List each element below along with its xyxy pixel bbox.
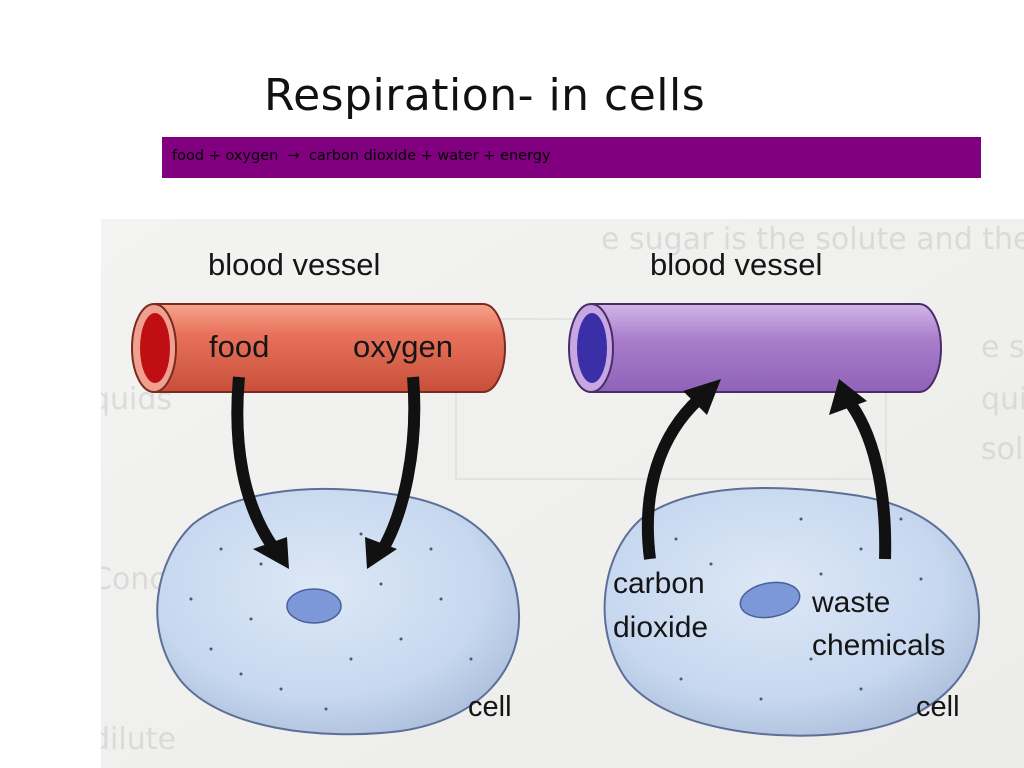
background-ghost-text: e sugar is the solute and the water is t… [601,222,1024,257]
food-label: food [209,329,269,364]
left-cell [156,487,521,736]
carbon-dioxide-arrow [641,394,704,560]
waste-arrowhead [829,379,867,415]
waste-chemicals-label-line1: waste [811,586,890,619]
oxygen-arrowhead [365,537,397,569]
equation-text: food + oxygen → carbon dioxide + water +… [172,147,551,164]
background-ghost-text: quid [981,382,1024,417]
left-vessel-label: blood vessel [208,247,380,282]
background-ghost-text: dilute [101,722,176,757]
background-ghost-text: e so [981,330,1024,365]
slide-title: Respiration- in cells [264,70,706,121]
left-cell-label: cell [468,691,512,723]
carbon-dioxide-arrowhead [683,379,721,415]
right-vessel-label: blood vessel [650,247,822,282]
vein-blood-vessel [568,303,942,393]
respiration-diagram: e sugar is the solute and the water is t… [101,219,1024,768]
waste-arrow [842,395,892,560]
equation-banner: food + oxygen → carbon dioxide + water +… [162,137,981,178]
waste-chemicals-label-line2: chemicals [812,629,945,662]
left-nucleus [286,588,342,624]
artery-blood-vessel [131,303,506,393]
oxygen-arrow [377,376,421,552]
right-nucleus [739,581,801,619]
food-arrow [231,376,278,551]
right-cell-label: cell [916,691,960,723]
food-arrowhead [253,537,289,569]
oxygen-label: oxygen [353,329,453,364]
background-ghost-text: solvent [981,432,1024,467]
carbon-dioxide-label-line2: dioxide [613,611,708,644]
carbon-dioxide-label-line1: carbon [613,567,705,600]
